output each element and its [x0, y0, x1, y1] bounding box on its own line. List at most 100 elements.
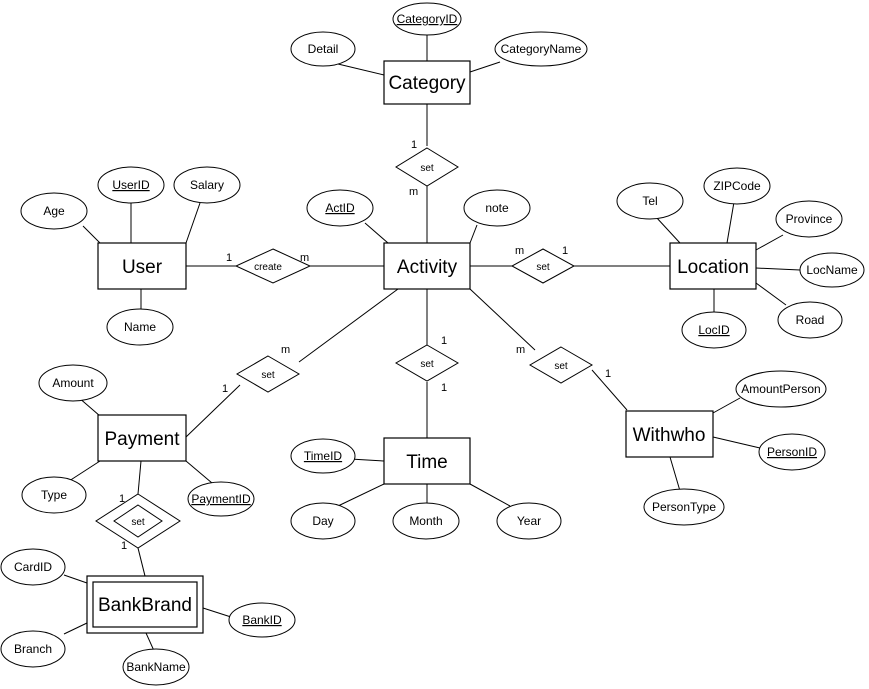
- cardinality-label: 1: [562, 245, 568, 257]
- relationship-label: set: [261, 370, 275, 381]
- cardinality-label: 1: [441, 382, 447, 394]
- relationship-user-activity: create: [234, 248, 312, 284]
- cardinality-labels: 1 m 1 m m 1 m 1 1 1 m 1 1 1: [119, 139, 611, 552]
- attribute-ww-person-id: PersonID: [758, 433, 826, 471]
- attribute-user-age: Age: [20, 192, 88, 230]
- entity-label: Activity: [397, 257, 458, 278]
- relationship-activity-time: set: [395, 344, 459, 382]
- attribute-label: PersonID: [767, 445, 817, 459]
- attribute-label: ActID: [325, 201, 355, 215]
- entity-activity: Activity: [383, 242, 471, 290]
- attribute-loc-province: Province: [775, 200, 843, 238]
- attribute-label: TimeID: [304, 449, 343, 463]
- attribute-category-name: CategoryName: [494, 31, 588, 67]
- entity-label: BankBrand: [98, 595, 192, 616]
- entity-label: Time: [406, 452, 448, 473]
- attribute-act-id: ActID: [306, 189, 374, 227]
- attribute-label: Amount: [52, 376, 94, 390]
- entity-label: Payment: [105, 429, 181, 450]
- attribute-act-note: note: [463, 189, 531, 227]
- attribute-user-name: Name: [106, 308, 174, 346]
- attribute-label: Salary: [190, 178, 224, 192]
- entity-location: Location: [669, 242, 757, 290]
- entity-label: User: [122, 257, 163, 278]
- cardinality-label: 1: [441, 335, 447, 347]
- attribute-bank-name: BankName: [122, 648, 190, 686]
- relationship-category-activity: set: [395, 147, 459, 187]
- attribute-label: UserID: [112, 178, 150, 192]
- attribute-label: Branch: [14, 642, 52, 656]
- attribute-pay-id: PaymentID: [187, 481, 255, 517]
- attribute-label: Detail: [308, 42, 339, 56]
- attribute-label: Road: [796, 313, 825, 327]
- attribute-loc-tel: Tel: [616, 182, 684, 220]
- attribute-label: LocName: [806, 263, 858, 277]
- attribute-user-salary: Salary: [173, 166, 241, 204]
- attribute-category-id: CategoryID: [392, 2, 462, 36]
- attribute-label: Tel: [642, 194, 657, 208]
- cardinality-label: m: [281, 344, 290, 356]
- relationship-label: set: [420, 163, 434, 174]
- attribute-label: note: [485, 201, 509, 215]
- relationship-label: set: [420, 359, 434, 370]
- relationship-label: set: [554, 361, 568, 372]
- cardinality-label: m: [515, 245, 524, 257]
- entity-label: Withwho: [633, 425, 706, 446]
- attribute-loc-name: LocName: [799, 252, 865, 288]
- attribute-time-year: Year: [496, 502, 562, 540]
- relationship-label: set: [536, 262, 550, 273]
- attribute-label: PersonType: [652, 500, 716, 514]
- attribute-label: AmountPerson: [741, 382, 820, 396]
- cardinality-label: m: [516, 344, 525, 356]
- relationship-payment-activity: set: [236, 355, 300, 393]
- attribute-label: PaymentID: [191, 492, 251, 506]
- attribute-label: BankName: [126, 660, 186, 674]
- attribute-label: Age: [43, 204, 65, 218]
- attribute-ww-amount-person: AmountPerson: [735, 370, 827, 408]
- cardinality-label: 1: [121, 540, 127, 552]
- attribute-ww-person-type: PersonType: [643, 488, 725, 526]
- attribute-loc-id: LocID: [681, 311, 747, 349]
- entity-time: Time: [383, 437, 471, 485]
- relationship-label: set: [131, 517, 145, 528]
- cardinality-label: 1: [222, 383, 228, 395]
- relationship-label: create: [254, 262, 282, 273]
- entity-user: User: [97, 242, 187, 290]
- cardinality-label: m: [409, 186, 418, 198]
- entity-label: Category: [388, 73, 466, 94]
- attribute-loc-road: Road: [777, 301, 843, 339]
- relationship-activity-withwho: set: [529, 346, 593, 384]
- attribute-label: CardID: [14, 560, 52, 574]
- attribute-bank-card-id: CardID: [0, 548, 66, 586]
- attribute-label: Type: [41, 488, 67, 502]
- entity-withwho: Withwho: [625, 410, 714, 458]
- attribute-time-day: Day: [290, 502, 356, 540]
- attribute-label: CategoryID: [397, 12, 458, 26]
- attribute-label: Province: [786, 212, 833, 226]
- attribute-label: Month: [409, 514, 442, 528]
- attribute-label: ZIPCode: [713, 179, 761, 193]
- attribute-time-month: Month: [392, 502, 460, 540]
- attribute-label: Day: [312, 514, 333, 528]
- cardinality-label: 1: [119, 493, 125, 505]
- cardinality-label: 1: [411, 139, 417, 151]
- attribute-pay-amount: Amount: [38, 364, 108, 402]
- relationship-activity-location: set: [510, 248, 576, 284]
- attribute-label: BankID: [242, 613, 282, 627]
- entity-bankbrand: BankBrand: [86, 575, 204, 634]
- cardinality-label: 1: [605, 368, 611, 380]
- attribute-label: CategoryName: [501, 42, 582, 56]
- connector-lines: [63, 34, 801, 654]
- attribute-time-id: TimeID: [290, 438, 356, 474]
- attribute-category-detail: Detail: [290, 31, 356, 67]
- attribute-label: LocID: [698, 323, 730, 337]
- attribute-loc-zip: ZIPCode: [703, 167, 771, 205]
- attribute-bank-branch: Branch: [0, 630, 66, 668]
- attribute-pay-type: Type: [21, 476, 87, 514]
- entity-category: Category: [383, 60, 471, 105]
- attribute-label: Year: [517, 514, 541, 528]
- entity-label: Location: [677, 257, 749, 278]
- entity-payment: Payment: [97, 414, 187, 462]
- cardinality-label: 1: [226, 252, 232, 264]
